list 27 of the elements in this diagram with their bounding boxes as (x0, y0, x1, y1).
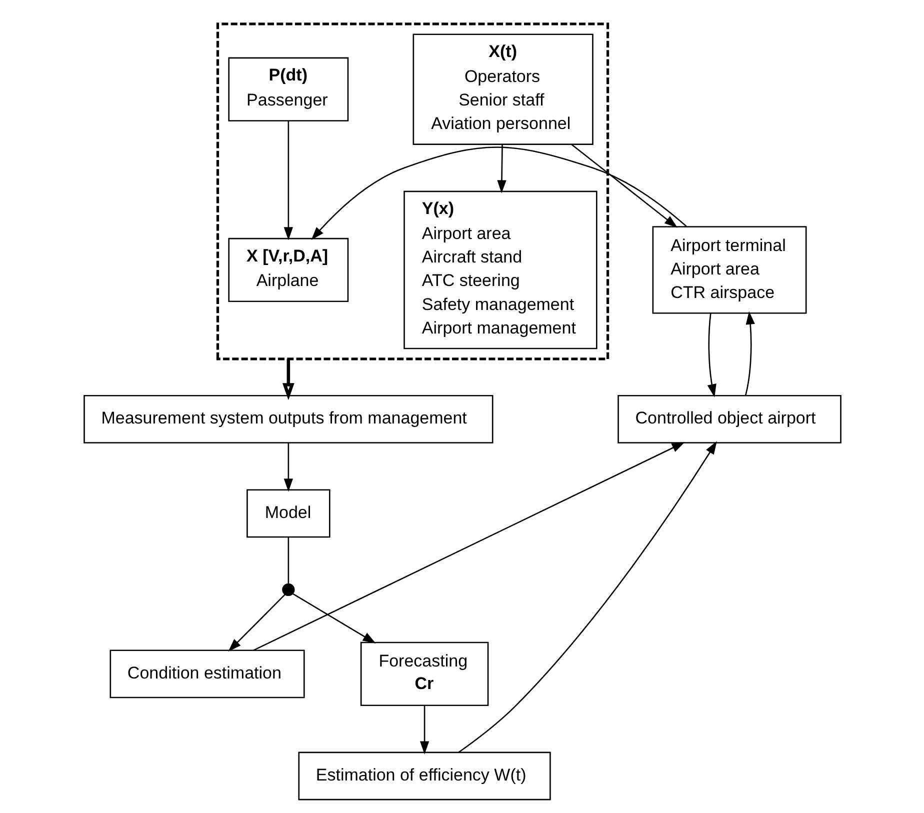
connector (287, 537, 289, 584)
arrow (744, 311, 754, 396)
node-box: Condition estimation (109, 650, 304, 698)
node-box: X(t) Operators Senior staff Aviation personnel (412, 34, 593, 145)
cluster (216, 22, 609, 360)
arrow (458, 441, 716, 753)
arrow (283, 443, 292, 492)
node-box: Y(x) Airport area Aircraft stand ATC steering Safety management Airport management (403, 190, 597, 350)
arrow (570, 144, 677, 228)
node-box: Forecasting Cr (360, 642, 488, 706)
arrow (228, 594, 285, 652)
arrow (282, 358, 294, 400)
node-box: Model (246, 489, 330, 538)
node-box: Measurement system outputs from management (83, 394, 493, 444)
arrow (706, 313, 716, 398)
node-circle (282, 583, 294, 596)
arrow (252, 442, 684, 651)
node-box: Estimation of efficiency W(t) (298, 752, 550, 800)
arrow (310, 146, 686, 240)
node-box: Controlled object airport (617, 394, 841, 444)
node-box: X [V,r,D,A] Airplane (228, 238, 348, 302)
arrow (283, 120, 292, 240)
node-box: P(dt) Passenger (228, 57, 348, 122)
node-box: Airport terminal Airport area CTR airspace (652, 226, 806, 314)
arrow (292, 593, 376, 644)
arrow (496, 144, 506, 194)
arrow (419, 706, 429, 754)
